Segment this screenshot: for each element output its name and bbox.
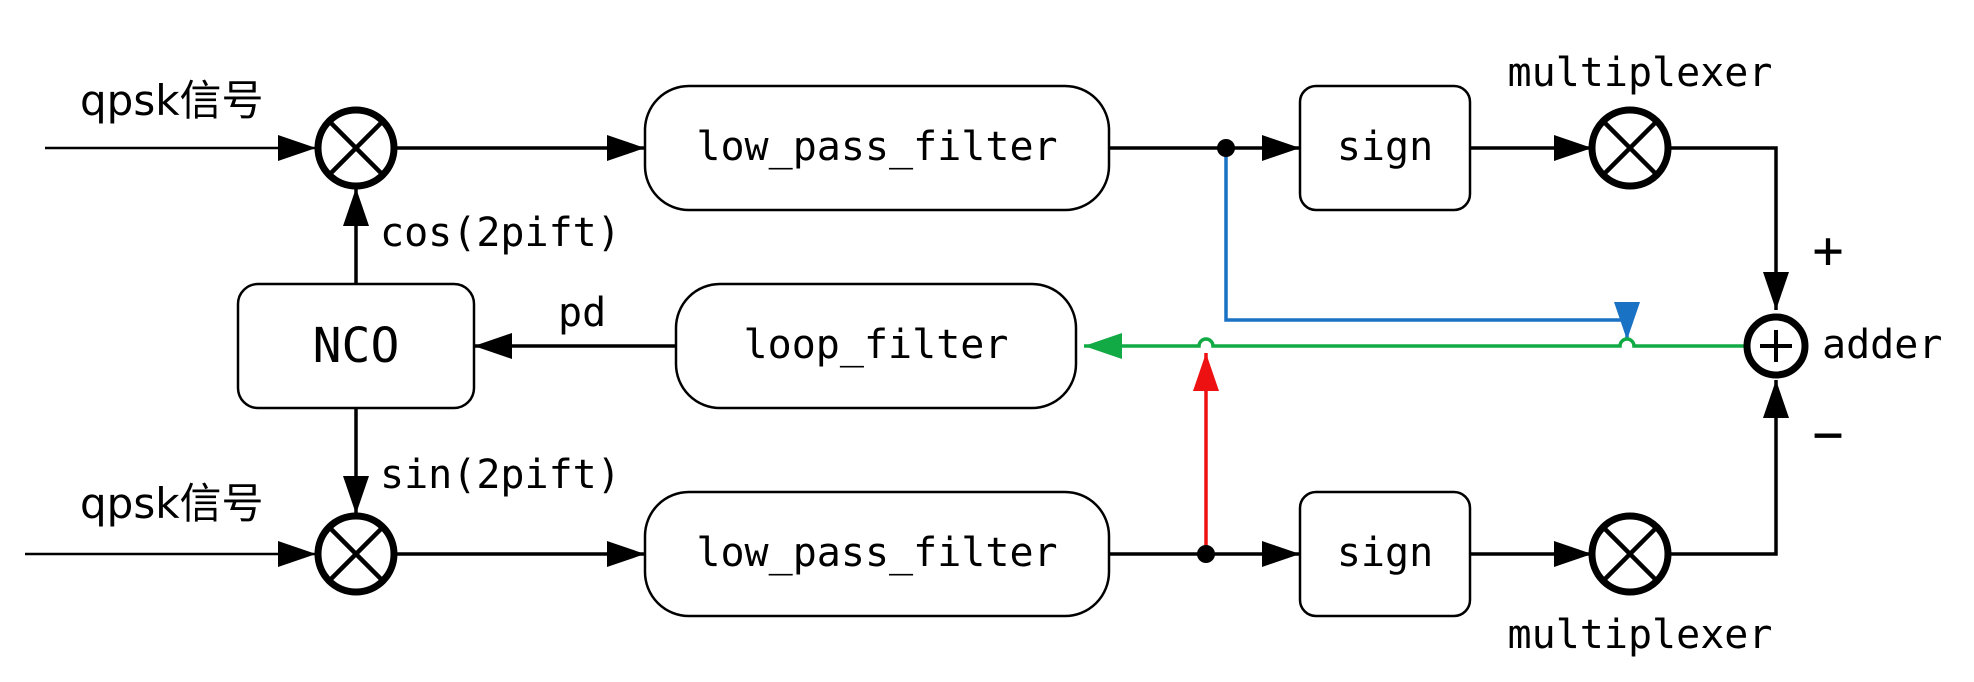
label-pd: pd [558, 290, 606, 336]
label-plus: + [1812, 221, 1843, 281]
junction-dot-bottom [1197, 545, 1215, 563]
label-mux-bottom: multiplexer [1508, 612, 1773, 658]
block-nco-label: NCO [313, 318, 400, 374]
block-lpf-top-label: low_pass_filter [696, 124, 1057, 170]
label-mux-top: multiplexer [1508, 50, 1773, 96]
block-lpf-bottom: low_pass_filter [643, 490, 1111, 618]
junction-dot-top [1217, 139, 1235, 157]
label-sin: sin(2pift) [380, 452, 621, 498]
adder-icon [1743, 313, 1809, 379]
wires-black [25, 135, 1789, 567]
mixer-top-icon [314, 106, 398, 190]
label-cos: cos(2pift) [380, 210, 621, 256]
multiplexer-top-icon [1588, 106, 1672, 190]
wire-blue-top-to-mux-bottom [1224, 148, 1640, 340]
block-loop-filter: loop_filter [674, 282, 1078, 410]
block-sign-top: sign [1298, 84, 1472, 212]
wire-mux-top-to-adder [1670, 146, 1789, 310]
block-loop-filter-label: loop_filter [744, 322, 1009, 368]
block-sign-bottom-label: sign [1337, 530, 1433, 576]
label-input-top: qpsk信号 [80, 76, 264, 125]
label-adder: adder [1822, 322, 1942, 368]
block-lpf-top: low_pass_filter [643, 84, 1111, 212]
block-sign-top-label: sign [1337, 124, 1433, 170]
block-sign-bottom: sign [1298, 490, 1472, 618]
mixer-bottom-icon [314, 512, 398, 596]
label-minus: − [1812, 405, 1843, 465]
label-input-bottom: qpsk信号 [80, 479, 264, 528]
multiplexer-bottom-icon [1588, 512, 1672, 596]
wire-mux-bottom-to-adder [1670, 380, 1789, 556]
block-nco: NCO [236, 282, 476, 410]
wire-green-adder-to-loopfilter [1084, 333, 1744, 359]
block-lpf-bottom-label: low_pass_filter [696, 530, 1057, 576]
